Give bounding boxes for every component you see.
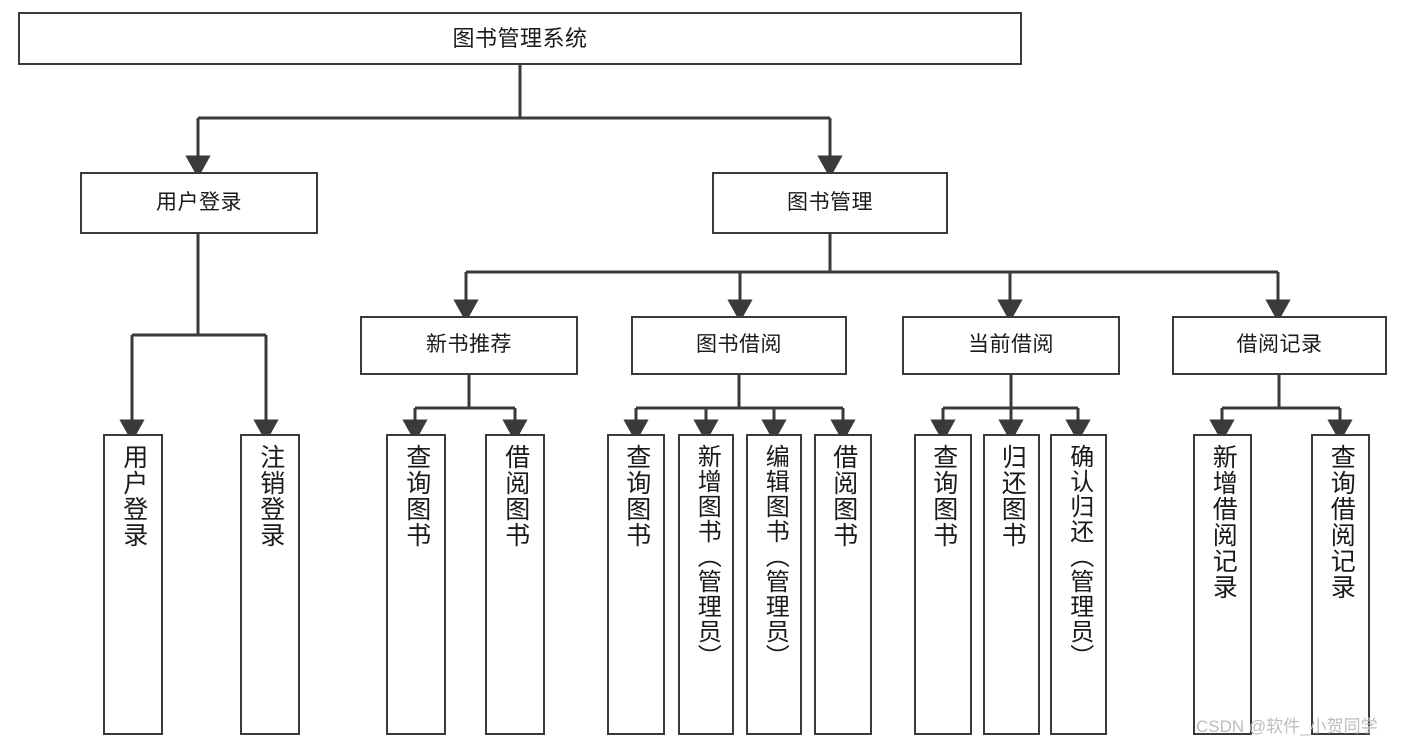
node-label: 新增图书（管理员） — [693, 444, 721, 669]
node-borrowing-records[interactable]: 借阅记录 — [1172, 316, 1387, 375]
csdn-watermark: CSDN @软件_小贺同学 — [1196, 717, 1378, 736]
node-label: 用户登录 — [156, 190, 242, 214]
node-label: 查询借阅记录 — [1327, 444, 1356, 600]
node-leaf-query-book-recommend[interactable]: 查询图书 — [386, 434, 446, 735]
node-label: 借阅图书 — [501, 444, 530, 548]
node-leaf-query-book-borrow[interactable]: 查询图书 — [607, 434, 665, 735]
node-label: 新增借阅记录 — [1209, 444, 1238, 600]
node-label: 借阅记录 — [1236, 333, 1323, 357]
node-label: 归还图书 — [998, 444, 1027, 548]
node-leaf-borrow-book[interactable]: 借阅图书 — [814, 434, 872, 735]
node-label: 注销登录 — [256, 444, 285, 548]
node-leaf-query-book-current[interactable]: 查询图书 — [914, 434, 972, 735]
node-leaf-edit-book-admin[interactable]: 编辑图书（管理员） — [746, 434, 802, 735]
node-label: 编辑图书（管理员） — [761, 444, 789, 669]
node-label: 用户登录 — [119, 444, 148, 548]
node-label: 借阅图书 — [829, 444, 858, 548]
node-leaf-add-borrow-record[interactable]: 新增借阅记录 — [1193, 434, 1252, 735]
node-label: 查询图书 — [622, 444, 651, 548]
node-root-book-management-system[interactable]: 图书管理系统 — [18, 12, 1022, 65]
node-label: 图书管理系统 — [452, 25, 588, 51]
node-book-borrowing[interactable]: 图书借阅 — [631, 316, 847, 375]
node-current-borrowing[interactable]: 当前借阅 — [902, 316, 1120, 375]
node-leaf-logout[interactable]: 注销登录 — [240, 434, 300, 735]
node-user-login[interactable]: 用户登录 — [80, 172, 318, 234]
node-book-management[interactable]: 图书管理 — [712, 172, 948, 234]
node-label: 当前借阅 — [968, 333, 1054, 357]
node-new-book-recommendation[interactable]: 新书推荐 — [360, 316, 578, 375]
node-leaf-borrow-book-recommend[interactable]: 借阅图书 — [485, 434, 545, 735]
node-label: 新书推荐 — [426, 333, 512, 357]
node-leaf-return-book[interactable]: 归还图书 — [983, 434, 1040, 735]
node-leaf-query-borrow-record[interactable]: 查询借阅记录 — [1311, 434, 1370, 735]
node-label: 查询图书 — [929, 444, 958, 548]
node-leaf-confirm-return-admin[interactable]: 确认归还（管理员） — [1050, 434, 1107, 735]
node-label: 图书管理 — [787, 190, 873, 214]
node-label: 确认归还（管理员） — [1065, 444, 1093, 669]
node-leaf-add-book-admin[interactable]: 新增图书（管理员） — [678, 434, 734, 735]
node-label: 图书借阅 — [696, 333, 782, 357]
node-leaf-user-login[interactable]: 用户登录 — [103, 434, 163, 735]
node-label: 查询图书 — [402, 444, 431, 548]
